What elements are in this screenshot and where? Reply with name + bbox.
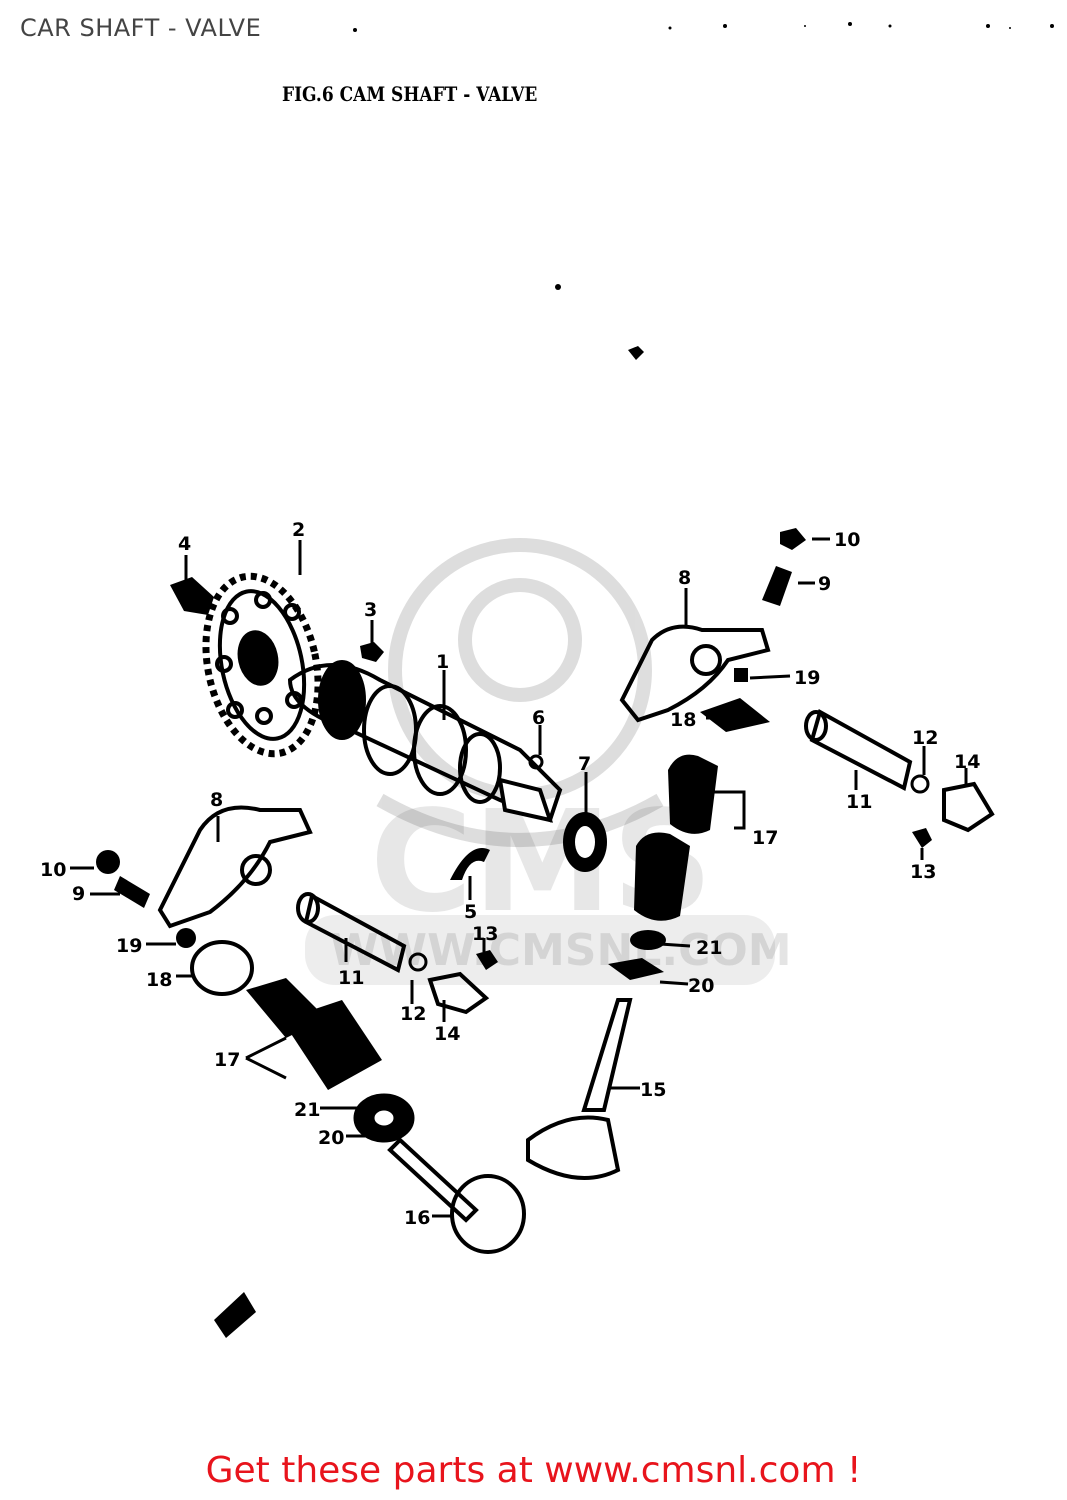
watermark-url: WWW.CMSNL.COM: [330, 925, 792, 976]
upper-bolt: [912, 828, 932, 848]
callout-14-lower: 14: [434, 1023, 460, 1045]
sprocket-bolt: [170, 577, 214, 615]
callout-12-upper: 12: [912, 727, 938, 749]
lower-rocker-arm: [157, 805, 313, 929]
exhaust-valve: [526, 998, 633, 1180]
callout-4: 4: [178, 533, 191, 555]
callout-3: 3: [364, 599, 377, 621]
cam-pin: [528, 754, 544, 770]
sprocket-pin: [360, 642, 384, 662]
upper-rocker-shaft: [804, 709, 913, 791]
upper-spring-seat: [700, 668, 770, 732]
lower-locknut: [176, 928, 196, 948]
callout-17-lower: 17: [214, 1049, 240, 1071]
callout-21-lower: 21: [294, 1099, 320, 1121]
callouts: 1 2 3 4 5 6 7 8 8 9 9 10 10 11 11 12 12 …: [40, 519, 980, 1229]
callout-12-lower: 12: [400, 1003, 426, 1025]
lower-retainer: [353, 1093, 415, 1143]
upper-rocker-arm: [619, 624, 771, 723]
callout-8-upper: 8: [678, 567, 691, 589]
callout-10-upper: 10: [834, 529, 860, 551]
callout-9-lower: 9: [72, 883, 85, 905]
callout-13-lower: 13: [472, 923, 498, 945]
cam-sprocket: [202, 572, 322, 758]
lower-cap: [427, 971, 490, 1015]
callout-19-upper: 19: [794, 667, 820, 689]
callout-14-upper: 14: [954, 751, 980, 773]
lower-bolt: [476, 950, 498, 970]
upper-valve-springs: [634, 754, 718, 921]
callout-11-upper: 11: [846, 791, 872, 813]
upper-washer: [910, 774, 930, 794]
callout-8-lower: 8: [210, 789, 223, 811]
callout-13-upper: 13: [910, 861, 936, 883]
callout-21-upper: 21: [696, 937, 722, 959]
callout-17-upper: 17: [752, 827, 778, 849]
lower-washer: [408, 952, 428, 972]
callout-20-upper: 20: [688, 975, 714, 997]
callout-7: 7: [578, 753, 591, 775]
lower-spring-seat: [190, 940, 254, 996]
intake-valve: [387, 1137, 526, 1254]
lower-rocker-shaft: [296, 892, 407, 973]
callout-15: 15: [640, 1079, 666, 1101]
lower-valve-springs: [246, 978, 382, 1090]
camshaft: [287, 660, 563, 823]
callout-19-lower: 19: [116, 935, 142, 957]
callout-2: 2: [292, 519, 305, 541]
figure-caption: FIG.6 CAM SHAFT - VALVE: [282, 82, 538, 106]
scan-marks: [353, 22, 1054, 360]
footer-link[interactable]: Get these parts at www.cmsnl.com !: [205, 1450, 862, 1491]
stray-fragment: [214, 1292, 256, 1338]
page-title: CAR SHAFT - VALVE: [20, 14, 262, 42]
callout-18-upper: 18: [670, 709, 696, 731]
callout-11-lower: 11: [338, 967, 364, 989]
callout-5: 5: [464, 901, 477, 923]
callout-9-upper: 9: [818, 573, 831, 595]
callout-20-lower: 20: [318, 1127, 344, 1149]
upper-cap: [942, 781, 995, 833]
oil-seal: [563, 812, 607, 872]
callout-1: 1: [436, 651, 449, 673]
callout-16: 16: [404, 1207, 430, 1229]
callout-6: 6: [532, 707, 545, 729]
callout-10-lower: 10: [40, 859, 66, 881]
upper-adjust-screw: [762, 528, 806, 606]
leader-lines: [70, 537, 968, 1218]
callout-18-lower: 18: [146, 969, 172, 991]
o-ring: [450, 848, 490, 880]
lower-adjust-screw: [96, 850, 150, 908]
upper-retainer: [608, 930, 666, 980]
